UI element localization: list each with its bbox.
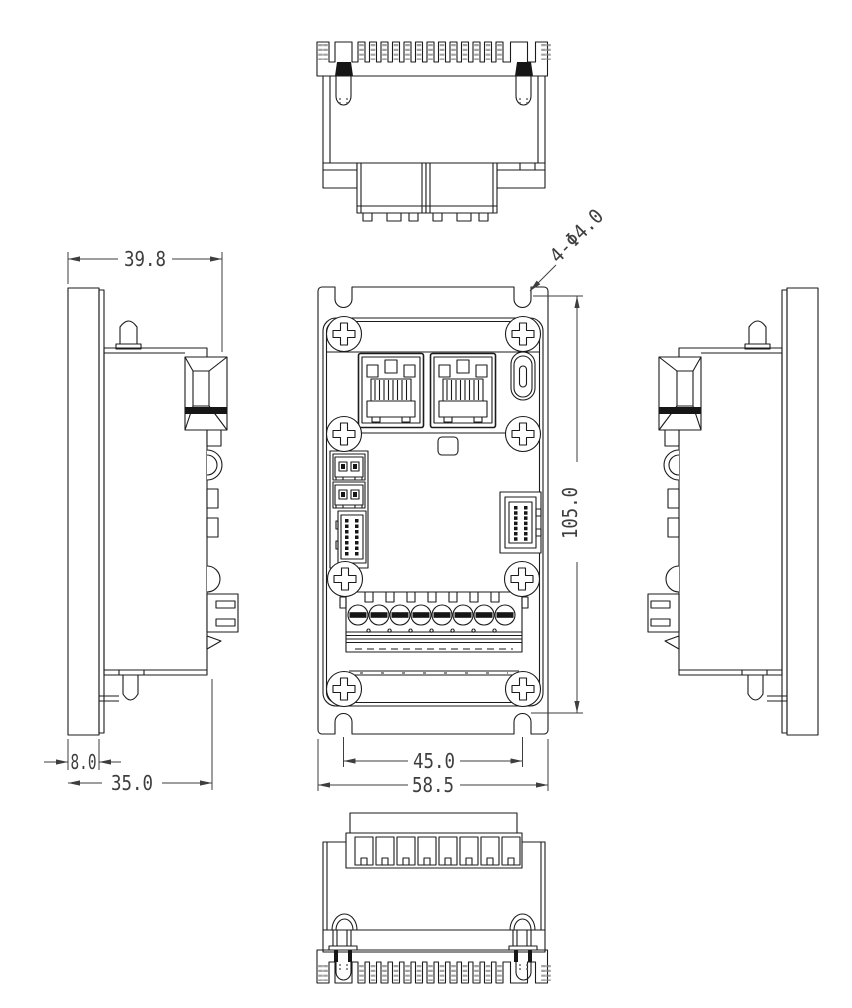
- dim-text-35-0: 35.0: [111, 771, 153, 795]
- rj45-protrusion-side: [184, 356, 228, 447]
- bolt-head-right: [515, 62, 533, 76]
- dim-39-8: 39.8: [67, 247, 223, 352]
- terminal-screw: [494, 604, 516, 626]
- base-section-bottom: [322, 929, 546, 953]
- power-connector-1: [332, 453, 366, 481]
- callout-mount-holes: 4-Φ4.0: [529, 204, 609, 292]
- left-connector-group: [329, 450, 369, 569]
- power-connector-2: [332, 481, 366, 509]
- dim-text-39-8: 39.8: [124, 247, 166, 271]
- rj45-port-2: [429, 352, 497, 429]
- dim-45-0: 45.0: [343, 737, 523, 773]
- multipin-connector-left: [335, 510, 367, 564]
- side-view-left: [67, 287, 239, 736]
- heatsink-bottom: [316, 949, 551, 984]
- side-edge-features: [206, 449, 239, 650]
- latch-wedge: [206, 635, 222, 650]
- ledge-left: [322, 162, 358, 189]
- inner-panel: [322, 317, 544, 707]
- dim-8-0: 8.0: [44, 739, 121, 774]
- screw-bottom-side: [99, 669, 145, 702]
- terminal-screw: [473, 604, 495, 626]
- heatsink-top: [316, 41, 551, 77]
- multipin-connector-right: [499, 491, 542, 554]
- terminal-screw: [368, 604, 390, 626]
- terminal-screw: [347, 604, 369, 626]
- case-screw: [503, 560, 541, 598]
- heatsink-fins-outline: [316, 949, 549, 984]
- top-view: [316, 41, 551, 222]
- bottom-view: [316, 812, 551, 984]
- case-screw: [326, 560, 364, 598]
- dim-text-45-0: 45.0: [413, 749, 455, 773]
- rj45-ports-top: [356, 162, 498, 222]
- dim-35-0: 35.0: [68, 679, 213, 795]
- mounting-plate-side: [67, 287, 100, 736]
- terminal-screw: [410, 604, 432, 626]
- case-screw: [504, 315, 542, 353]
- rj45-port-1: [357, 352, 425, 429]
- heatsink-fins-outline: [316, 41, 549, 77]
- terminal-screw: [452, 604, 474, 626]
- bolt-head-left: [335, 62, 353, 76]
- case-screw: [325, 415, 363, 453]
- terminal-screw: [389, 604, 411, 626]
- case-screw: [325, 315, 363, 353]
- reset-button: [437, 436, 459, 456]
- terminal-block: [339, 591, 529, 653]
- terminal-screw: [431, 604, 453, 626]
- dim-text-58-5: 58.5: [412, 773, 454, 797]
- case-screw: [504, 670, 542, 708]
- case-screw: [504, 415, 542, 453]
- case-screw: [325, 670, 363, 708]
- dim-58-5: 58.5: [317, 739, 549, 797]
- dim-text-105-0: 105.0: [558, 487, 582, 539]
- ledge-right: [496, 162, 546, 189]
- screw-top-side: [115, 320, 142, 350]
- usb-port-top: [519, 162, 536, 171]
- screw-domes-bottom: [331, 913, 536, 931]
- front-view: [317, 286, 549, 735]
- body-side: [103, 347, 208, 676]
- dim-text-8-0: 8.0: [71, 750, 97, 774]
- dim-text-callout: 4-Φ4.0: [545, 204, 609, 268]
- dim-105-0: 105.0: [531, 295, 583, 714]
- side-view-right: [647, 287, 819, 736]
- usb-c-port: [510, 351, 536, 401]
- terminal-block-bottom: [345, 812, 523, 869]
